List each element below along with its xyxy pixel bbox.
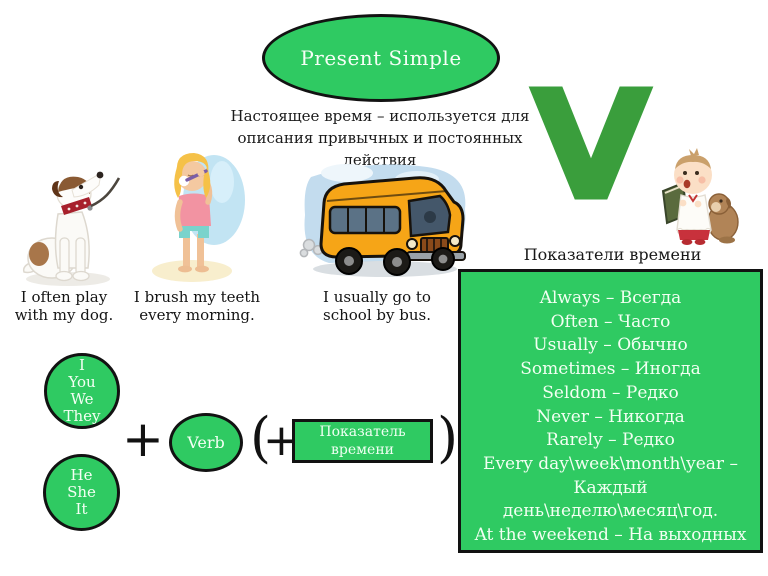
time-marker-line: день\неделю\месяц\год. xyxy=(502,501,719,522)
example-caption-bus: I usually go to school by bus. xyxy=(323,288,431,324)
subject-label: We xyxy=(70,390,94,408)
time-marker-line: Seldom – Редко xyxy=(542,382,679,403)
time-marker-line: Every day\week\month\year – xyxy=(483,453,738,474)
time-marker-line: Often – Часто xyxy=(550,311,671,332)
close-paren: ) xyxy=(437,406,459,469)
example-caption-dog: I often play with my dog. xyxy=(14,288,114,324)
time-marker-line: Usually – Обычно xyxy=(533,335,688,356)
subject-label: You xyxy=(68,373,96,391)
subjects-plural-circle: I You We They xyxy=(44,353,120,429)
time-marker-line: Rarely – Редко xyxy=(546,430,675,451)
time-marker-line: At the weekend – На выходных xyxy=(474,525,747,546)
subject-label: It xyxy=(75,500,88,518)
school-bus-illustration xyxy=(299,164,466,277)
example-caption-girl: I brush my teeth every morning. xyxy=(133,288,261,324)
girl-brushing-teeth-illustration xyxy=(152,153,245,282)
subject-label: He xyxy=(70,466,93,484)
time-markers-heading: Показатели времени xyxy=(523,245,702,264)
open-paren: ( xyxy=(250,406,272,469)
letter-v-graphic xyxy=(528,86,654,200)
subject-label: I xyxy=(79,356,85,374)
baby-with-book-illustration xyxy=(661,148,739,245)
time-marker-line: Sometimes – Иногда xyxy=(520,359,701,380)
subject-label: They xyxy=(63,407,101,425)
time-marker-line: Always – Всегда xyxy=(539,288,682,308)
time-markers-box: Always – Всегда Often – Часто Usually – … xyxy=(458,269,763,553)
time-marker-line: Never – Никогда xyxy=(536,406,685,427)
subtitle-text: Настоящее время – используется для описа… xyxy=(230,107,530,169)
time-marker-small-label: Показатель времени xyxy=(319,423,406,458)
subject-label: She xyxy=(67,483,96,501)
verb-ellipse: Verb xyxy=(169,413,243,472)
plus-sign: + xyxy=(122,410,164,468)
title-ellipse: Present Simple xyxy=(262,14,500,102)
subjects-singular-circle: He She It xyxy=(43,454,120,531)
verb-label: Verb xyxy=(187,433,225,452)
page-title: Present Simple xyxy=(300,46,462,70)
time-marker-line: Каждый xyxy=(573,477,648,498)
dog-illustration xyxy=(22,171,121,286)
time-marker-small-box: Показатель времени xyxy=(292,419,433,463)
